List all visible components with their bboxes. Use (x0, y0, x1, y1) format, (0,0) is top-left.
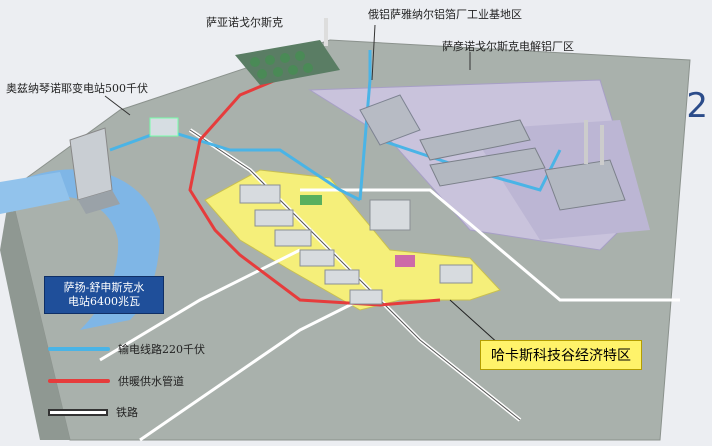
label-rusal-base: 俄铝萨雅纳尔铝箔厂工业基地区 (368, 8, 522, 21)
legend-power-line-label: 输电线路220千伏 (118, 343, 205, 356)
label-sayanogorsk-town: 萨亚诺戈尔斯克 (206, 16, 283, 29)
heat-water-swatch (48, 379, 110, 383)
power-line-swatch (48, 347, 110, 351)
label-special-zone: 哈卡斯科技谷经济特区 (480, 340, 642, 370)
legend-railway-label: 铁路 (116, 406, 138, 419)
hydro-station-line-1: 萨扬-舒申斯克水 (63, 281, 145, 294)
label-hydro-station: 萨扬-舒申斯克水 电站6400兆瓦 (44, 276, 164, 314)
legend-power-line: 输电线路220千伏 (48, 341, 205, 357)
label-smelter: 萨彦诺戈尔斯克电解铝厂区 (442, 40, 574, 53)
hydro-station-line-2: 电站6400兆瓦 (68, 295, 140, 308)
label-substation: 奥兹纳琴诺耶变电站500千伏 (6, 82, 148, 95)
legend-railway: 铁路 (48, 404, 138, 420)
legend-heat-water-label: 供暖供水管道 (118, 375, 184, 388)
railway-swatch (48, 408, 108, 416)
legend-heat-water: 供暖供水管道 (48, 373, 184, 389)
page-number: 2 (686, 86, 708, 126)
